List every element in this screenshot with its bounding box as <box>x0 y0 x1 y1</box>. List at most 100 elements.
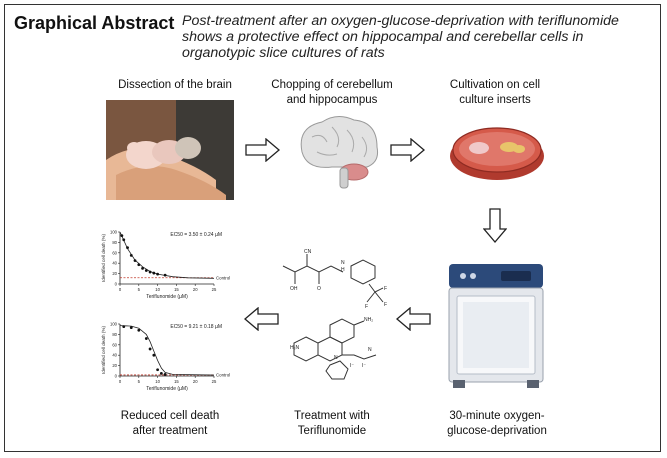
x-tick-label: 5 <box>138 287 141 292</box>
svg-text:I⁻: I⁻ <box>350 363 354 369</box>
data-point <box>120 234 124 238</box>
rat-pups-photo <box>106 100 234 200</box>
svg-text:N: N <box>368 347 372 353</box>
data-point <box>156 272 159 276</box>
data-point <box>156 368 159 372</box>
step-ogd-label: 30-minute oxygen- glucose-deprivation <box>422 409 572 439</box>
y-tick-label: 60 <box>112 250 117 255</box>
step-cultivation-line1: Cultivation on cell <box>449 79 541 91</box>
y-tick-label: 100 <box>110 230 118 235</box>
x-axis-label: Teriflunomide (µM) <box>146 294 188 300</box>
step-chopping-line2: and hippocampus <box>286 94 378 106</box>
fit-curve <box>119 231 215 279</box>
teriflunomide-structure: CN OH O N H F F F <box>282 249 387 310</box>
step-cultivation-line2: culture inserts <box>459 94 531 106</box>
y-tick-label: 0 <box>115 282 118 287</box>
data-point <box>159 372 163 375</box>
control-label: Control <box>216 372 230 377</box>
propidium-iodide-structure: NH₂ H₂N N N I⁻ I⁻ <box>290 317 377 380</box>
y-tick-label: 0 <box>115 374 118 379</box>
svg-text:H₂N: H₂N <box>290 345 300 351</box>
arrow-right-icon <box>390 138 426 162</box>
svg-text:I⁻: I⁻ <box>362 363 366 369</box>
y-tick-label: 80 <box>112 332 117 337</box>
step-treatment-label: Treatment with Teriflunomide <box>262 409 402 439</box>
x-tick-label: 5 <box>138 379 141 384</box>
step-ogd-line2: glucose-deprivation <box>447 425 547 437</box>
svg-text:O: O <box>317 286 321 292</box>
step-reduced-label: Reduced cell death after treatment <box>95 409 245 439</box>
data-point <box>129 254 133 257</box>
x-tick-label: 0 <box>119 379 122 384</box>
y-tick-label: 100 <box>110 322 118 327</box>
x-tick-label: 20 <box>193 287 198 292</box>
incubator-illustration <box>448 264 544 388</box>
step-reduced-line2: after treatment <box>132 425 208 437</box>
svg-text:F: F <box>384 302 387 308</box>
data-point <box>141 267 144 270</box>
data-point <box>152 353 156 357</box>
svg-text:H: H <box>341 267 345 273</box>
control-label: Control <box>216 275 230 280</box>
brain-illustration <box>300 116 378 189</box>
step-dissection-text: Dissection of the brain <box>118 79 232 91</box>
data-point <box>133 259 137 262</box>
step-cultivation-label: Cultivation on cell culture inserts <box>425 78 565 108</box>
data-point <box>122 238 126 242</box>
data-point <box>148 270 152 274</box>
x-tick-label: 20 <box>193 379 198 384</box>
arrow-left-icon <box>395 307 431 331</box>
arrow-left-icon <box>243 307 279 331</box>
fit-curve <box>119 325 215 376</box>
y-tick-label: 80 <box>112 240 117 245</box>
data-point <box>129 326 133 330</box>
svg-text:NH₂: NH₂ <box>364 317 373 323</box>
data-point <box>144 269 148 272</box>
data-point <box>163 373 167 376</box>
data-point <box>137 263 141 267</box>
y-tick-label: 40 <box>112 261 117 266</box>
y-axis-label: Identified cell death (%) <box>101 326 106 374</box>
data-point <box>126 246 129 249</box>
data-point <box>163 273 167 277</box>
x-tick-label: 10 <box>155 379 160 384</box>
y-tick-label: 60 <box>112 342 117 347</box>
data-point <box>137 328 141 332</box>
step-chopping-line1: Chopping of cerebellum <box>271 79 393 91</box>
page-subtitle: Post-treatment after an oxygen-glucose-d… <box>182 13 619 61</box>
abstract-frame <box>4 4 661 452</box>
culture-dish-illustration <box>450 127 544 180</box>
data-point <box>152 271 156 275</box>
step-reduced-line1: Reduced cell death <box>120 410 220 422</box>
svg-text:CN: CN <box>304 249 312 255</box>
step-dissection-label: Dissection of the brain <box>95 78 255 93</box>
svg-text:N: N <box>334 355 338 361</box>
y-tick-label: 20 <box>112 271 117 276</box>
x-tick-label: 0 <box>119 287 122 292</box>
x-tick-label: 25 <box>212 287 217 292</box>
y-tick-label: 40 <box>112 353 117 358</box>
svg-text:F: F <box>365 304 368 310</box>
svg-text:F: F <box>384 286 387 292</box>
svg-text:OH: OH <box>290 286 298 292</box>
x-axis-label: Teriflunomide (µM) <box>146 386 188 392</box>
data-point <box>122 325 126 328</box>
y-axis-label: Identified cell death (%) <box>101 234 106 282</box>
x-tick-label: 10 <box>155 287 160 292</box>
step-chopping-label: Chopping of cerebellum and hippocampus <box>257 78 407 108</box>
data-point <box>144 337 148 340</box>
data-point <box>148 347 152 351</box>
x-tick-label: 15 <box>174 379 179 384</box>
step-treatment-line2: Teriflunomide <box>297 425 367 437</box>
ec50-annotation: EC50 = 9.21 ± 0.18 µM <box>170 324 222 330</box>
x-tick-label: 25 <box>212 379 217 384</box>
ec50-annotation: EC50 = 3.50 ± 0.24 µM <box>170 232 222 238</box>
step-treatment-line1: Treatment with <box>294 410 370 422</box>
arrow-down-icon <box>483 208 507 244</box>
page-title: Graphical Abstract <box>14 13 175 33</box>
arrow-right-icon <box>245 138 281 162</box>
x-tick-label: 15 <box>174 287 179 292</box>
y-tick-label: 20 <box>112 363 117 368</box>
